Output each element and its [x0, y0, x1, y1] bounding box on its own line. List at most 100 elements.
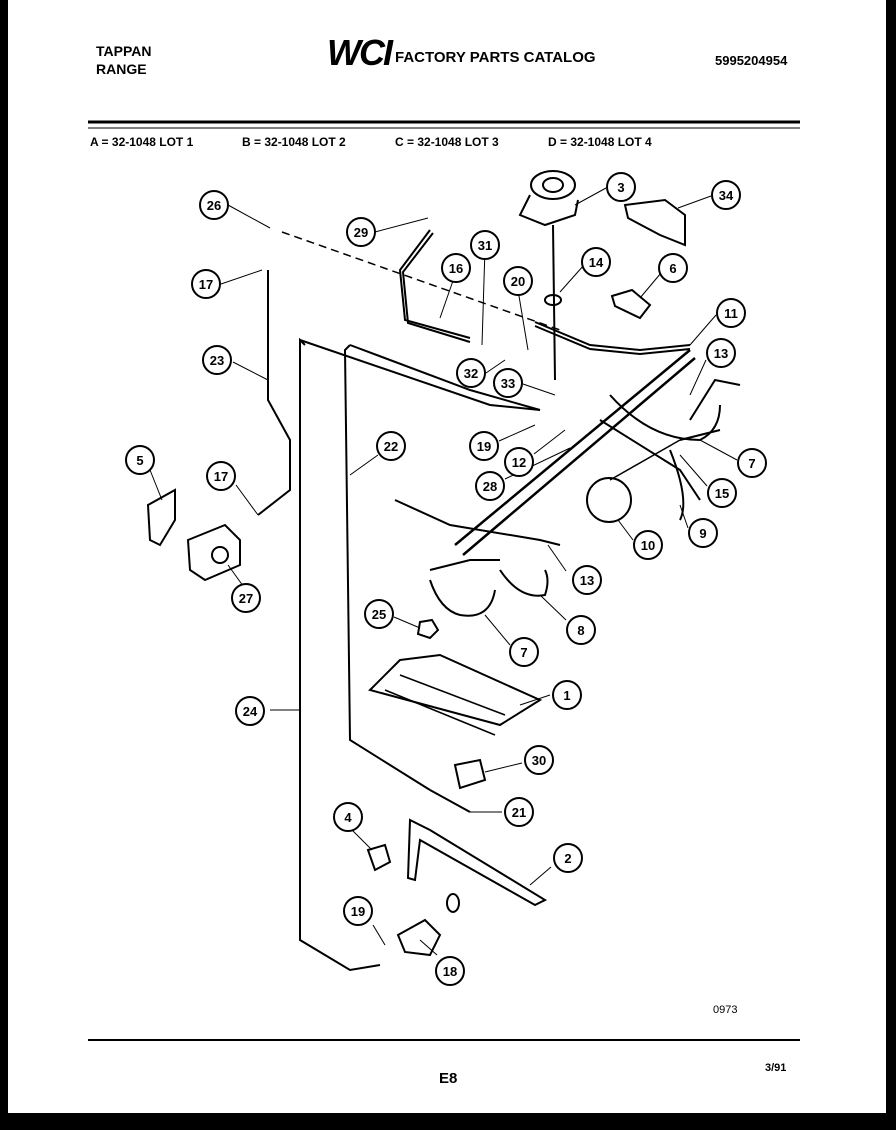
leader-13a	[689, 359, 707, 396]
wire-9	[669, 449, 685, 521]
callout-circle	[346, 217, 376, 247]
lot-a: A = 32-1048 LOT 1	[90, 135, 194, 149]
callout-circle	[364, 599, 394, 629]
leader-25	[393, 616, 421, 629]
tube-22	[343, 344, 541, 791]
callout-label: 28	[483, 479, 497, 494]
leader-5	[149, 469, 163, 501]
leader-22	[349, 454, 379, 476]
callout-circle	[707, 478, 737, 508]
leader-18	[419, 939, 438, 956]
valve-3-core	[542, 177, 564, 193]
callout-label: 19	[351, 904, 365, 919]
callout-label: 21	[512, 805, 526, 820]
main-manifold	[454, 349, 696, 556]
callout-label: 33	[501, 376, 515, 391]
callout-circle	[606, 172, 636, 202]
callout-label: 29	[354, 225, 368, 240]
callout-circle	[470, 230, 500, 260]
leader-26	[227, 204, 271, 229]
catalog-title: FACTORY PARTS CATALOG	[395, 49, 596, 66]
callout-label: 13	[580, 573, 594, 588]
callout-circle	[716, 298, 746, 328]
brand-line-1: TAPPAN	[96, 43, 152, 59]
callout-label: 22	[384, 439, 398, 454]
leader-12	[533, 429, 566, 455]
lot-b: B = 32-1048 LOT 2	[242, 135, 346, 149]
callout-circles	[125, 172, 767, 986]
callout-circle	[435, 956, 465, 986]
bracket-6	[610, 288, 652, 320]
manifold-pipe	[534, 321, 691, 356]
leader-8	[539, 594, 567, 621]
leader-lines	[149, 187, 738, 956]
leader-23	[232, 361, 269, 381]
callout-circle	[235, 696, 265, 726]
callout-circle	[441, 253, 471, 283]
dashed-axis	[281, 231, 561, 331]
leader-2	[529, 866, 552, 886]
leader-19a	[498, 424, 536, 442]
callout-label: 7	[520, 645, 527, 660]
pipe-16	[398, 229, 471, 343]
callout-label: 11	[724, 306, 738, 321]
callout-circle	[524, 745, 554, 775]
callout-circle	[552, 680, 582, 710]
callout-circle	[376, 431, 406, 461]
callout-label: 34	[719, 188, 734, 203]
fitting-21	[429, 789, 471, 813]
callout-label: 27	[239, 591, 253, 606]
wci-logo: WCI	[327, 32, 393, 73]
callout-label: 23	[210, 353, 224, 368]
leader-14	[559, 264, 585, 293]
leader-30	[484, 762, 523, 773]
callout-label: 3	[617, 180, 624, 195]
part-30	[453, 758, 487, 790]
leader-19b	[372, 924, 386, 946]
valve-3-body	[530, 170, 576, 200]
callout-label: 32	[464, 366, 478, 381]
leader-9	[679, 504, 689, 529]
callout-circle	[566, 615, 596, 645]
callout-label: 2	[564, 851, 571, 866]
callout-label: 19	[477, 439, 491, 454]
pipe-23	[257, 270, 291, 516]
callout-label: 26	[207, 198, 221, 213]
callout-circle	[504, 797, 534, 827]
thermocouple-13	[689, 378, 741, 421]
lot-c: C = 32-1048 LOT 3	[395, 135, 499, 149]
callout-label: 8	[577, 623, 584, 638]
callout-label: 13	[714, 346, 728, 361]
lower-burner-line	[394, 499, 561, 546]
callout-label: 12	[512, 455, 526, 470]
leader-3	[574, 187, 607, 206]
callout-label: 16	[449, 261, 463, 276]
page-number: E8	[439, 1070, 458, 1087]
leader-4	[351, 829, 373, 851]
callout-label: 15	[715, 486, 729, 501]
leader-20	[517, 289, 529, 351]
disk-wire	[609, 439, 681, 481]
bracket-2	[406, 818, 548, 907]
callout-label: 17	[199, 277, 213, 292]
bracket-34	[623, 198, 686, 247]
callout-label: 10	[641, 538, 655, 553]
callout-circle	[711, 180, 741, 210]
thermostat-27	[186, 523, 241, 582]
callout-label: 6	[669, 261, 676, 276]
callout-label: 20	[511, 274, 525, 289]
leader-1	[519, 694, 551, 706]
valve-18-knob	[446, 893, 460, 913]
leader-34	[677, 195, 712, 209]
leader-32	[485, 359, 506, 374]
shield-1	[368, 653, 543, 727]
callout-label: 1	[563, 688, 570, 703]
callout-circle	[456, 358, 486, 388]
callout-label: 9	[699, 526, 706, 541]
leader-7b	[484, 614, 511, 646]
callout-circle	[706, 338, 736, 368]
ring-14	[544, 294, 562, 306]
leader-29	[374, 217, 429, 233]
callout-circle	[469, 431, 499, 461]
callout-label: 5	[136, 453, 143, 468]
